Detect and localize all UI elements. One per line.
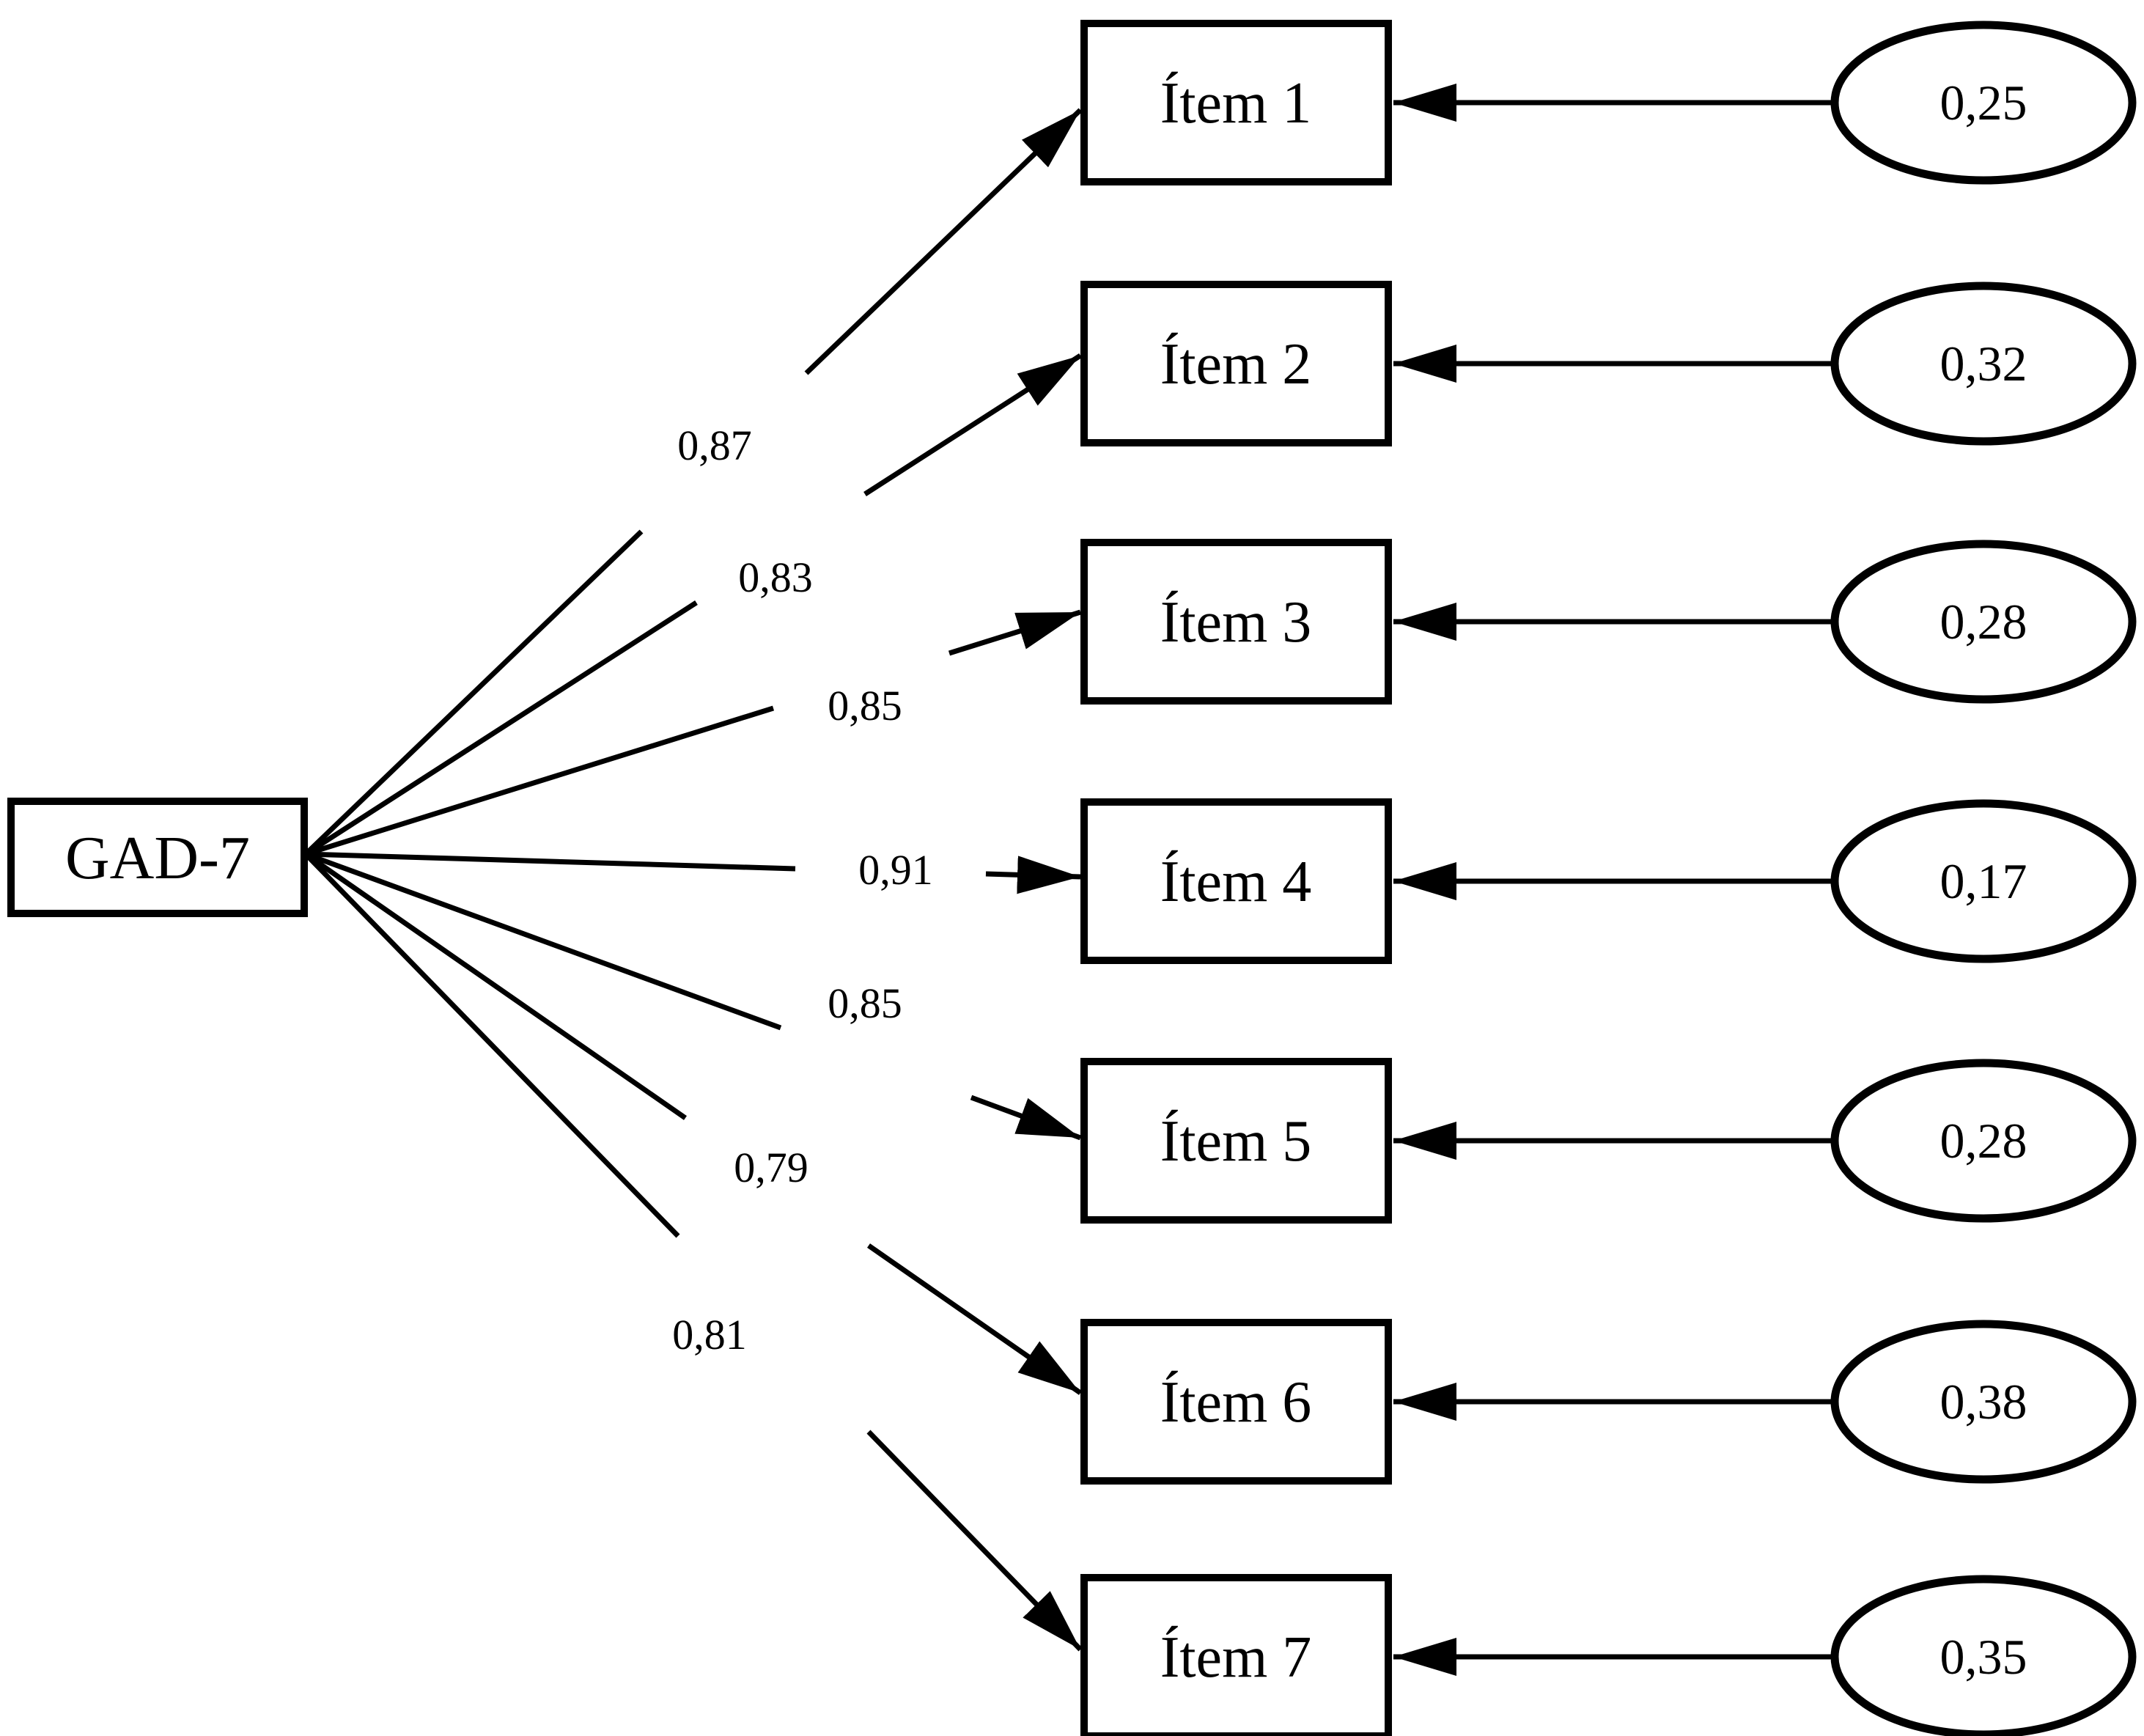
error-label: 0,38	[1940, 1374, 2027, 1430]
item-row-7: 0,81 Ítem 7 0,35	[303, 852, 2137, 1736]
error-label: 0,17	[1940, 853, 2027, 909]
error-label: 0,28	[1940, 594, 2027, 650]
item-box	[1080, 798, 1392, 964]
error-ellipse	[1830, 1575, 2137, 1736]
item-box	[1080, 281, 1392, 446]
error-ellipse	[1830, 540, 2137, 704]
loading-line-arrow	[867, 1243, 1082, 1395]
loading-label: 0,81	[672, 1311, 747, 1358]
error-ellipse	[1830, 282, 2137, 446]
item-label: Ítem 1	[1160, 71, 1312, 136]
error-label: 0,28	[1940, 1113, 2027, 1169]
item-label: Ítem 4	[1160, 850, 1312, 914]
error-ellipse	[1830, 799, 2137, 963]
item-label: Ítem 2	[1160, 332, 1312, 397]
item-box	[1080, 539, 1392, 705]
loading-line-a	[303, 529, 644, 856]
error-label: 0,32	[1940, 336, 2027, 391]
error-label: 0,25	[1940, 75, 2027, 130]
factor-node: GAD-7	[7, 798, 308, 917]
error-ellipse	[1830, 21, 2137, 185]
item-row-5: 0,85 Ítem 5 0,28	[304, 851, 2137, 1224]
loading-label: 0,87	[677, 422, 752, 469]
item-label: Ítem 3	[1160, 590, 1312, 655]
factor-box	[7, 798, 308, 917]
loading-line-arrow	[804, 108, 1083, 375]
loading-line-arrow	[863, 353, 1082, 496]
item-label: Ítem 6	[1160, 1370, 1312, 1435]
error-ellipse	[1830, 1320, 2137, 1484]
loading-line-a	[304, 600, 698, 856]
item-label: Ítem 7	[1160, 1625, 1312, 1690]
item-row-2: 0,83 Ítem 2 0,32	[304, 281, 2137, 856]
item-row-4: 0,91 Ítem 4 0,17	[305, 798, 2137, 964]
item-box	[1080, 20, 1392, 185]
item-box	[1080, 1058, 1392, 1224]
error-label: 0,35	[1940, 1629, 2027, 1685]
factor-label: GAD-7	[65, 824, 250, 892]
loading-label: 0,79	[734, 1144, 808, 1191]
loading-label: 0,85	[828, 979, 902, 1027]
item-label: Ítem 5	[1160, 1109, 1312, 1174]
loading-line-arrow	[985, 856, 1081, 894]
loading-line-arrow	[948, 609, 1082, 656]
item-row-3: 0,85 Ítem 3 0,28	[304, 539, 2137, 857]
error-ellipse	[1830, 1059, 2137, 1223]
loading-line-arrow	[970, 1095, 1082, 1141]
loading-line-a	[304, 705, 775, 857]
loading-label: 0,85	[828, 682, 902, 729]
loading-label: 0,83	[738, 553, 813, 601]
item-row-6: 0,79 Ítem 6 0,38	[304, 852, 2137, 1485]
loading-line-a	[304, 852, 687, 1120]
loading-line-a	[304, 851, 782, 1031]
item-box	[1080, 1574, 1392, 1736]
item-row-1: 0,87 Ítem 1 0,25	[303, 20, 2137, 856]
loading-label: 0,91	[858, 846, 933, 894]
loading-line-a	[303, 852, 680, 1238]
item-box	[1080, 1319, 1392, 1485]
loading-line-a	[305, 851, 796, 872]
loading-line-arrow	[866, 1430, 1083, 1652]
